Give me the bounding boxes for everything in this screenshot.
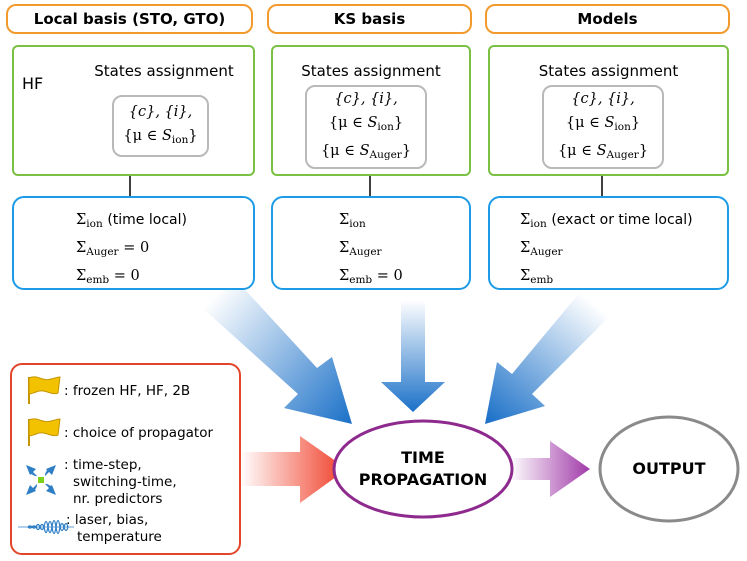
states-set-box-models: {c}, {i}, {μ ∈ Sion} {μ ∈ SAuger} xyxy=(542,85,664,169)
set-line-mu-auger: {μ ∈ SAuger} xyxy=(320,143,412,161)
set-line-ci: {c}, {i}, xyxy=(334,91,398,107)
sigma-emb-line: Σemb = 0 xyxy=(339,268,403,286)
arrow-right-to-time-propagation xyxy=(485,285,626,424)
sigma-auger-line: ΣAuger = 0 xyxy=(76,240,150,258)
self-energy-box-local: Σion (time local) ΣAuger = 0 Σemb = 0 xyxy=(12,196,255,290)
flag-icon xyxy=(28,376,61,404)
set-line-mu-ion: {μ ∈ Sion} xyxy=(328,115,404,133)
self-energy-box-ks: Σion ΣAuger Σemb = 0 xyxy=(271,196,471,290)
legend-laser-text: : laser, bias, temperature xyxy=(66,512,162,545)
sigma-ion-line: Σion (time local) xyxy=(76,212,187,230)
arrow-parameters-to-time-propagation xyxy=(240,436,347,503)
sigma-auger-line: ΣAuger xyxy=(520,240,563,258)
sigma-ion-line: Σion (exact or time local) xyxy=(520,212,693,230)
flag-icon xyxy=(28,418,61,446)
sigma-emb-line: Σemb = 0 xyxy=(76,268,140,286)
states-box-models: States assignment {c}, {i}, {μ ∈ Sion} {… xyxy=(488,45,729,176)
arrow-time-propagation-to-output xyxy=(510,441,590,497)
time-propagation-ellipse xyxy=(332,419,514,519)
legend-timestep-text: : time-step, switching-time, nr. predict… xyxy=(64,457,177,507)
header-local-basis: Local basis (STO, GTO) xyxy=(6,4,253,34)
legend-frozen-text: : frozen HF, HF, 2B xyxy=(64,383,191,399)
states-assignment-title: States assignment xyxy=(538,62,679,80)
states-box-local: States assignment HF {c}, {i}, {μ ∈ Sion… xyxy=(12,45,255,176)
states-assignment-title: States assignment xyxy=(94,62,234,80)
states-set-box-ks: {c}, {i}, {μ ∈ Sion} {μ ∈ SAuger} xyxy=(305,85,427,169)
set-line-ci: {c}, {i}, xyxy=(128,104,193,120)
hf-label: HF xyxy=(22,74,44,93)
compress-arrows-icon xyxy=(26,465,56,495)
legend-choice-text: : choice of propagator xyxy=(64,425,214,441)
header-ks-basis: KS basis xyxy=(267,4,472,34)
self-energy-box-models: Σion (exact or time local) ΣAuger Σemb xyxy=(488,196,729,290)
set-line-ci: {c}, {i}, xyxy=(571,91,635,107)
sigma-ion-line: Σion xyxy=(339,212,366,230)
output-ellipse xyxy=(598,415,740,523)
states-set-box-local: {c}, {i}, {μ ∈ Sion} xyxy=(112,95,209,157)
sigma-auger-line: ΣAuger xyxy=(339,240,382,258)
states-assignment-title: States assignment xyxy=(301,62,441,80)
set-line-mu-ion: {μ ∈ Sion} xyxy=(565,115,641,133)
set-line-mu-ion: {μ ∈ Sion} xyxy=(123,128,198,146)
states-box-ks: States assignment {c}, {i}, {μ ∈ Sion} {… xyxy=(271,45,471,176)
header-models: Models xyxy=(485,4,730,34)
time-propagation-label: TIME PROPAGATION xyxy=(358,448,488,489)
parameters-legend-box: : frozen HF, HF, 2B : choice of propagat… xyxy=(10,363,241,555)
wave-packet-icon xyxy=(18,519,74,535)
set-line-mu-auger: {μ ∈ SAuger} xyxy=(557,143,649,161)
arrow-left-to-time-propagation xyxy=(198,282,352,424)
output-label: OUTPUT xyxy=(632,459,706,478)
arrow-mid-to-time-propagation xyxy=(381,300,445,412)
sigma-emb-line: Σemb xyxy=(520,268,554,286)
